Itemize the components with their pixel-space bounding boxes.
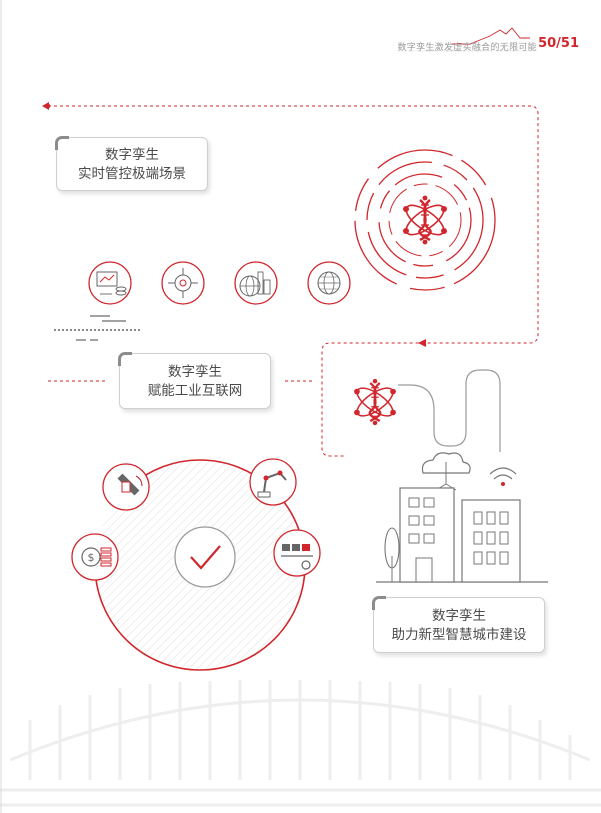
- dna-atom-small: [351, 369, 501, 452]
- coins-icon: $: [71, 533, 119, 581]
- label-corner: [55, 136, 69, 150]
- scene-label-line1: 数字孪生: [432, 608, 486, 624]
- svg-text:$: $: [88, 551, 95, 564]
- globe-city-icon: [234, 261, 278, 305]
- cloud-icon: [421, 452, 471, 491]
- buildings-icon: [376, 452, 548, 583]
- scene-label-industrial-internet: 数字孪生 赋能工业互联网: [118, 352, 271, 409]
- conveyor-icon: [273, 529, 321, 577]
- industry-circle: $: [71, 458, 321, 671]
- label-corner: [372, 596, 386, 610]
- label-corner: [118, 352, 132, 366]
- scene-label-line2: 助力新型智慧城市建设: [391, 627, 527, 643]
- scene-label-line2: 实时管控极端场景: [78, 166, 186, 182]
- dna-rings: [354, 149, 496, 291]
- robot-arm-icon: [249, 458, 297, 506]
- scene-label-extreme-scenarios: 数字孪生 实时管控极端场景: [55, 136, 208, 191]
- satellite-icon: [102, 463, 150, 511]
- scene-label-line1: 数字孪生: [105, 147, 159, 163]
- globe-grid-icon: [307, 261, 351, 305]
- flow-connector: [42, 102, 539, 457]
- header-ornament: [398, 27, 530, 52]
- faint-architecture: [0, 680, 601, 807]
- scene-label-smart-city: 数字孪生 助力新型智慧城市建设: [372, 596, 545, 653]
- valve-gear-icon: [161, 261, 205, 305]
- wifi-icon: [489, 467, 517, 486]
- dna-atom-icon: [400, 194, 450, 246]
- monitor-data-icon: [88, 261, 132, 305]
- scene-label-line1: 数字孪生: [168, 364, 222, 380]
- checkmark-icon: [174, 526, 236, 588]
- scene-label-line2: 赋能工业互联网: [147, 383, 243, 399]
- industry-icon-row: [54, 261, 351, 341]
- page-number: 50/51: [538, 36, 579, 51]
- dna-atom-icon: [351, 377, 399, 427]
- running-title: 数字孪生激发虚实融合的无限可能: [397, 43, 537, 53]
